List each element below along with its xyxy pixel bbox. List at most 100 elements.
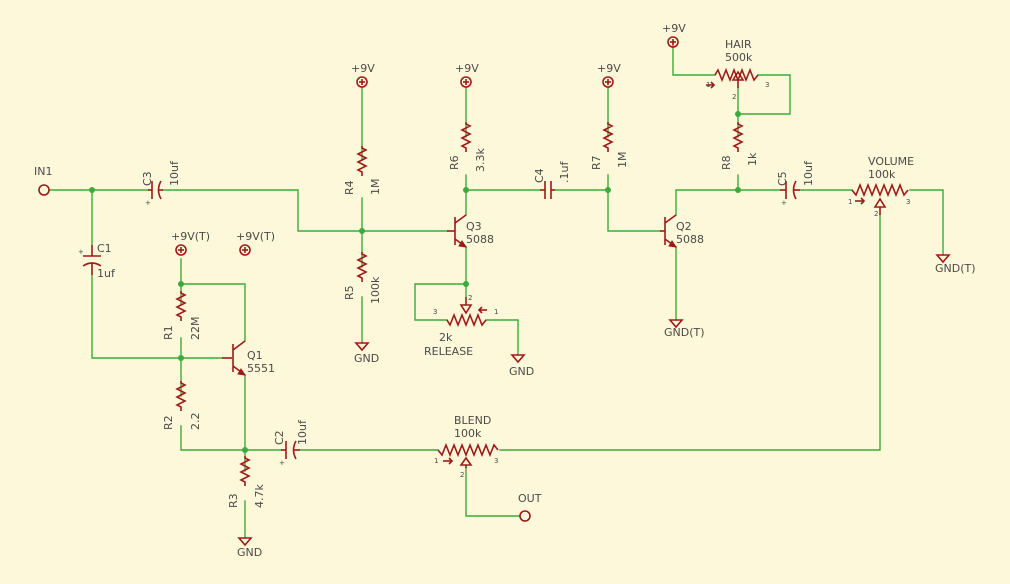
svg-text:10uf: 10uf — [802, 160, 815, 186]
svg-text:500k: 500k — [725, 51, 753, 64]
supply-9v-r6: +9V — [455, 62, 479, 88]
svg-text:1k: 1k — [746, 152, 759, 166]
svg-text:+: + — [781, 199, 787, 207]
svg-text:+: + — [145, 199, 151, 207]
pot-volume: 1 2 3 VOLUME 100k — [848, 155, 914, 218]
resistor-r5: R5 100k — [343, 251, 382, 304]
svg-text:+: + — [78, 248, 84, 256]
svg-text:GND(T): GND(T) — [935, 262, 976, 275]
capacitor-c1: + C1 1uf — [78, 242, 116, 280]
junctions — [89, 111, 741, 453]
svg-text:4.7k: 4.7k — [253, 484, 266, 508]
svg-text:2k: 2k — [439, 331, 453, 344]
svg-text:+9V(T): +9V(T) — [236, 230, 275, 243]
svg-text:Q1: Q1 — [247, 349, 263, 362]
supply-9vt-r1: +9V(T) — [171, 230, 210, 256]
in1-label: IN1 — [34, 165, 52, 178]
svg-text:BLEND: BLEND — [454, 414, 491, 427]
supply-9v-hair: +9V — [662, 22, 686, 48]
svg-text:3: 3 — [433, 308, 437, 316]
resistor-r2: R2 2.2 — [162, 380, 202, 431]
svg-text:Q2: Q2 — [676, 220, 692, 233]
svg-text:R5: R5 — [343, 285, 356, 300]
supply-9v-r7: +9V — [597, 62, 621, 88]
svg-text:Q3: Q3 — [466, 220, 482, 233]
svg-text:+9V: +9V — [455, 62, 479, 75]
svg-text:R3: R3 — [227, 493, 240, 508]
capacitor-c4: C4 .1uf — [533, 161, 571, 199]
ground-t-q2: GND(T) — [664, 319, 705, 339]
svg-text:R2: R2 — [162, 415, 175, 430]
svg-text:2.2: 2.2 — [189, 413, 202, 431]
svg-text:HAIR: HAIR — [725, 38, 752, 51]
supply-9v-r4: +9V — [351, 62, 375, 88]
svg-text:100k: 100k — [454, 427, 482, 440]
svg-text:5088: 5088 — [676, 233, 704, 246]
svg-text:3.3k: 3.3k — [474, 148, 487, 172]
svg-text:5088: 5088 — [466, 233, 494, 246]
transistor-q3: Q3 5088 — [447, 214, 494, 248]
capacitor-c3: + C3 10uf — [141, 160, 181, 207]
svg-text:1uf: 1uf — [97, 267, 116, 280]
svg-text:1: 1 — [706, 81, 710, 89]
svg-text:R1: R1 — [162, 325, 175, 340]
svg-text:R8: R8 — [720, 155, 733, 170]
svg-text:GND: GND — [354, 352, 379, 365]
svg-text:+: + — [279, 459, 285, 467]
svg-text:5551: 5551 — [247, 362, 275, 375]
out-label: OUT — [518, 492, 542, 505]
ground-r5: GND — [354, 342, 379, 365]
svg-text:1M: 1M — [369, 179, 382, 196]
svg-text:100k: 100k — [868, 168, 896, 181]
svg-text:RELEASE: RELEASE — [424, 345, 473, 358]
svg-text:C4: C4 — [533, 168, 546, 183]
output-terminal: OUT — [518, 492, 542, 522]
capacitor-c5: + C5 10uf — [776, 160, 815, 207]
svg-text:3: 3 — [494, 457, 498, 465]
pot-hair: 1 2 3 HAIR 500k — [706, 38, 769, 101]
svg-text:1: 1 — [848, 198, 852, 206]
resistor-r1: R1 22M — [162, 290, 202, 341]
pot-blend: 1 2 3 BLEND 100k — [434, 414, 499, 479]
svg-text:.1uf: .1uf — [558, 161, 571, 183]
svg-text:2: 2 — [732, 93, 736, 101]
svg-text:C5: C5 — [776, 171, 789, 186]
svg-text:R6: R6 — [448, 155, 461, 170]
svg-text:1: 1 — [494, 308, 498, 316]
svg-text:+9V(T): +9V(T) — [171, 230, 210, 243]
svg-text:100k: 100k — [369, 276, 382, 304]
resistor-r7: R7 1M — [590, 121, 629, 170]
svg-text:R7: R7 — [590, 155, 603, 170]
svg-text:3: 3 — [906, 198, 910, 206]
pot-release: 3 2 1 2k RELEASE — [424, 294, 498, 358]
svg-text:GND(T): GND(T) — [664, 326, 705, 339]
svg-text:VOLUME: VOLUME — [868, 155, 914, 168]
svg-text:1M: 1M — [616, 152, 629, 169]
supply-9vt-q1: +9V(T) — [236, 230, 275, 256]
transistor-q2: Q2 5088 — [660, 214, 704, 248]
svg-text:10uf: 10uf — [296, 419, 309, 445]
svg-text:+9V: +9V — [662, 22, 686, 35]
svg-text:+9V: +9V — [597, 62, 621, 75]
ground-r3: GND — [237, 537, 262, 559]
svg-text:2: 2 — [874, 210, 878, 218]
ground-t-volume: GND(T) — [935, 254, 976, 275]
input-terminal: IN1 — [34, 165, 52, 196]
capacitor-c2: + C2 10uf — [273, 419, 309, 467]
svg-text:22M: 22M — [189, 317, 202, 341]
svg-text:C2: C2 — [273, 430, 286, 445]
svg-text:1: 1 — [434, 457, 438, 465]
resistor-r8: R8 1k — [720, 121, 759, 170]
transistor-q1: Q1 5551 — [222, 340, 275, 376]
svg-text:3: 3 — [765, 81, 769, 89]
svg-text:+9V: +9V — [351, 62, 375, 75]
svg-text:2: 2 — [468, 294, 472, 302]
svg-text:R4: R4 — [343, 180, 356, 195]
resistor-r6: R6 3.3k — [448, 121, 487, 172]
svg-text:2: 2 — [460, 471, 464, 479]
resistor-r4: R4 1M — [343, 145, 382, 196]
resistor-r3: R3 4.7k — [227, 455, 266, 508]
ground-release: GND — [509, 354, 534, 378]
svg-text:C1: C1 — [97, 242, 112, 255]
